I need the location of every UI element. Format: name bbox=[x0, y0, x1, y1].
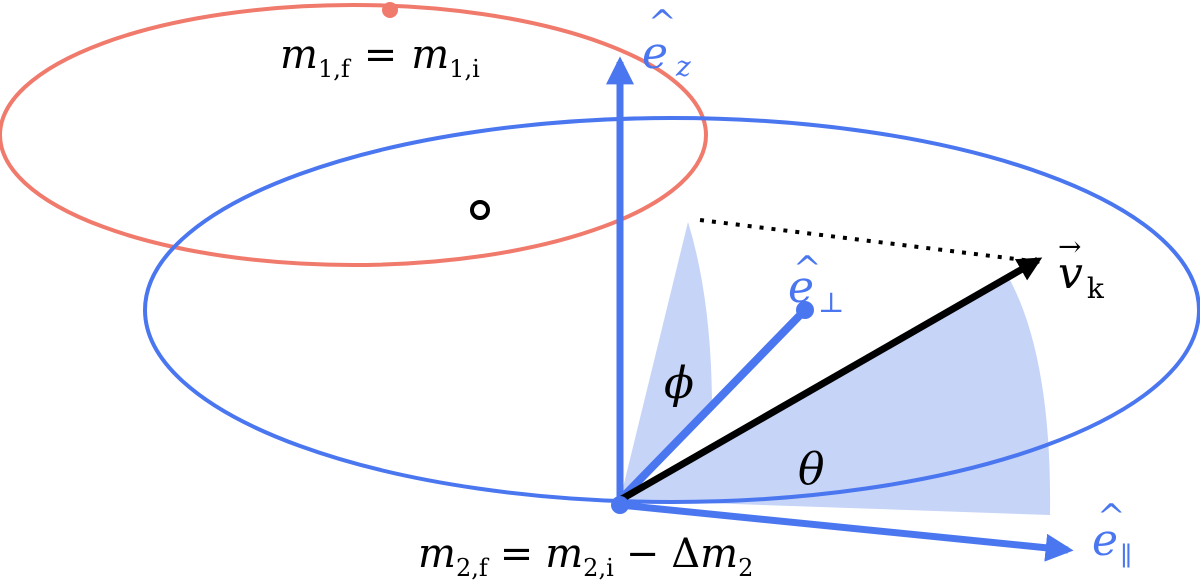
m2-rhs: m bbox=[545, 531, 583, 577]
m1-lhs-sub: 1,f bbox=[318, 55, 352, 83]
epar-letter: e bbox=[1092, 515, 1118, 566]
m2-rhs-sub: 2,i bbox=[583, 554, 614, 582]
m1-equals: = bbox=[364, 32, 398, 78]
kick-velocity-vector bbox=[618, 256, 1043, 504]
orbit-star-1 bbox=[0, 3, 708, 267]
label-theta: θ bbox=[798, 444, 825, 495]
m2-dm: m bbox=[700, 531, 738, 577]
vk-letter: v bbox=[1058, 248, 1083, 299]
label-vk-arrow: → bbox=[1058, 230, 1081, 263]
ez-sub: z bbox=[675, 50, 691, 83]
m2-dm-sub: 2 bbox=[738, 554, 753, 582]
vk-sub: k bbox=[1087, 272, 1105, 305]
label-m2-relation: m2,f=m2,i−Δm2 bbox=[418, 531, 753, 582]
epar-sub: ∥ bbox=[1120, 542, 1132, 572]
label-epar-hat: ^ bbox=[1097, 497, 1126, 537]
m2-minus: − bbox=[626, 531, 660, 577]
projection-dotted-line bbox=[699, 218, 1041, 264]
label-eperp: e⊥ bbox=[788, 262, 844, 319]
center-of-mass-marker bbox=[470, 200, 490, 220]
m2-equals: = bbox=[500, 531, 534, 577]
m1-rhs: m bbox=[411, 32, 449, 78]
label-epar: e∥ bbox=[1092, 515, 1132, 572]
m2-delta: Δ bbox=[671, 531, 700, 577]
e-perp-endpoint bbox=[796, 301, 814, 319]
m1-rhs-sub: 1,i bbox=[449, 55, 480, 83]
e-parallel-axis-arrow bbox=[619, 501, 1074, 562]
orbit-star-2 bbox=[143, 116, 1200, 504]
ez-letter: e bbox=[642, 28, 668, 79]
e-perp-axis bbox=[617, 307, 808, 503]
label-ez-hat: ^ bbox=[648, 3, 677, 43]
m1-lhs: m bbox=[280, 32, 318, 78]
star-1-marker bbox=[382, 2, 398, 18]
label-m1-relation: m1,f=m1,i bbox=[280, 32, 480, 83]
label-eperp-hat: ^ bbox=[793, 249, 822, 289]
label-phi: ϕ bbox=[664, 358, 694, 409]
eperp-sub: ⊥ bbox=[818, 286, 844, 319]
eperp-letter: e bbox=[788, 262, 814, 313]
m2-lhs-sub: 2,f bbox=[456, 554, 490, 582]
star-2-marker bbox=[611, 496, 629, 514]
theta-angle-wedge bbox=[620, 280, 1051, 515]
m2-lhs: m bbox=[418, 531, 456, 577]
